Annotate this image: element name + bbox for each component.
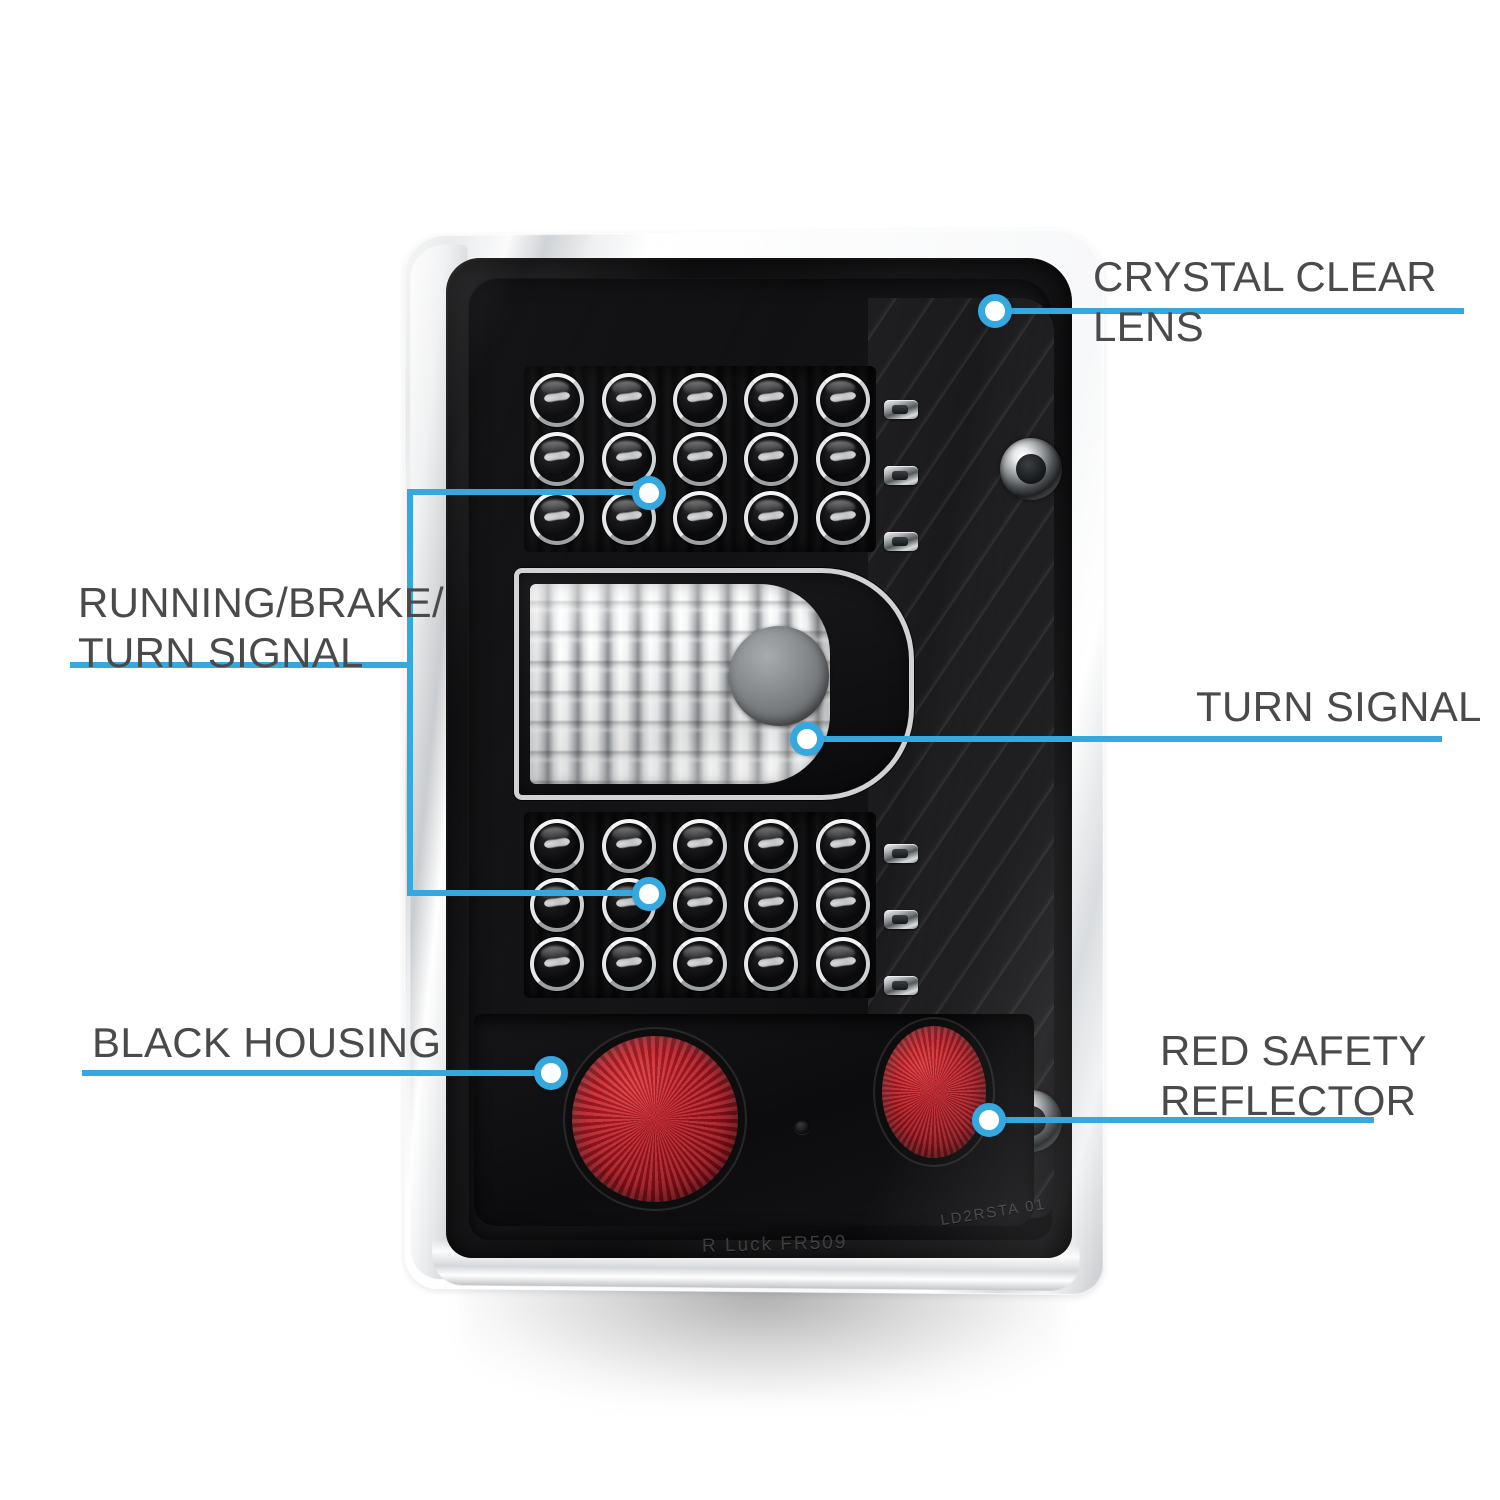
leader-line-red-safety-reflector bbox=[1004, 1117, 1374, 1123]
callout-label-black-housing: BLACK HOUSING bbox=[92, 1019, 442, 1066]
led bbox=[528, 935, 586, 994]
tail-light-assembly: R Luck FR509 LD2RSTA 01 bbox=[402, 228, 1104, 1402]
led bbox=[814, 489, 872, 548]
led bbox=[814, 816, 872, 875]
upper-led-cluster bbox=[524, 366, 876, 552]
led bbox=[528, 429, 586, 488]
retaining-clip bbox=[884, 532, 918, 551]
led bbox=[671, 816, 729, 875]
red-safety-reflector-small bbox=[882, 1026, 986, 1158]
retaining-clip bbox=[884, 844, 918, 863]
lower-housing-panel bbox=[474, 1014, 1034, 1226]
leader-line-running-brake-turn-signal-upper bbox=[407, 489, 642, 495]
turn-signal-bulb-cap bbox=[729, 626, 829, 726]
lower-led-cluster bbox=[524, 812, 876, 998]
led bbox=[742, 370, 800, 429]
led bbox=[528, 816, 586, 875]
led bbox=[814, 875, 872, 934]
callout-dot-running-brake-turn-signal-lower[interactable] bbox=[632, 877, 666, 911]
led bbox=[742, 429, 800, 488]
callout-label-crystal-clear-lens: CRYSTAL CLEAR LENS bbox=[1093, 253, 1437, 350]
callout-dot-running-brake-turn-signal-upper[interactable] bbox=[632, 476, 666, 510]
led bbox=[742, 816, 800, 875]
red-safety-reflector-large bbox=[572, 1036, 738, 1202]
callout-label-turn-signal: TURN SIGNAL bbox=[1196, 683, 1482, 730]
led bbox=[599, 935, 657, 994]
led bbox=[528, 875, 586, 934]
retaining-clip bbox=[884, 466, 918, 485]
led bbox=[742, 875, 800, 934]
led bbox=[671, 429, 729, 488]
leader-line-crystal-clear-lens bbox=[1010, 308, 1464, 314]
callout-dot-turn-signal[interactable] bbox=[790, 722, 824, 756]
retaining-clip bbox=[884, 910, 918, 929]
callout-dot-crystal-clear-lens[interactable] bbox=[978, 294, 1012, 328]
retaining-clip bbox=[884, 400, 918, 419]
led bbox=[599, 816, 657, 875]
leader-bracket-spine-running-brake-turn-signal bbox=[407, 489, 413, 896]
led bbox=[528, 489, 586, 548]
led bbox=[528, 370, 586, 429]
upper-bulb-socket bbox=[1000, 438, 1062, 500]
led bbox=[671, 875, 729, 934]
drain-hole bbox=[794, 1120, 810, 1134]
leader-line-running-brake-turn-signal-stub bbox=[70, 662, 413, 668]
led bbox=[671, 370, 729, 429]
led bbox=[814, 370, 872, 429]
callout-label-running-brake-turn-signal: RUNNING/BRAKE/ TURN SIGNAL bbox=[78, 579, 444, 676]
callout-dot-black-housing[interactable] bbox=[534, 1056, 568, 1090]
leader-line-running-brake-turn-signal-lower bbox=[407, 890, 642, 896]
retaining-clip bbox=[884, 976, 918, 995]
leader-line-black-housing bbox=[82, 1070, 560, 1076]
callout-dot-red-safety-reflector[interactable] bbox=[972, 1103, 1006, 1137]
led bbox=[599, 429, 657, 488]
led bbox=[742, 935, 800, 994]
led bbox=[742, 489, 800, 548]
led bbox=[671, 489, 729, 548]
callout-label-red-safety-reflector: RED SAFETY REFLECTOR bbox=[1160, 1027, 1427, 1124]
turn-signal-assembly bbox=[514, 568, 914, 800]
led bbox=[671, 935, 729, 994]
led bbox=[599, 370, 657, 429]
led bbox=[814, 935, 872, 994]
leader-line-turn-signal bbox=[822, 736, 1442, 742]
led bbox=[814, 429, 872, 488]
